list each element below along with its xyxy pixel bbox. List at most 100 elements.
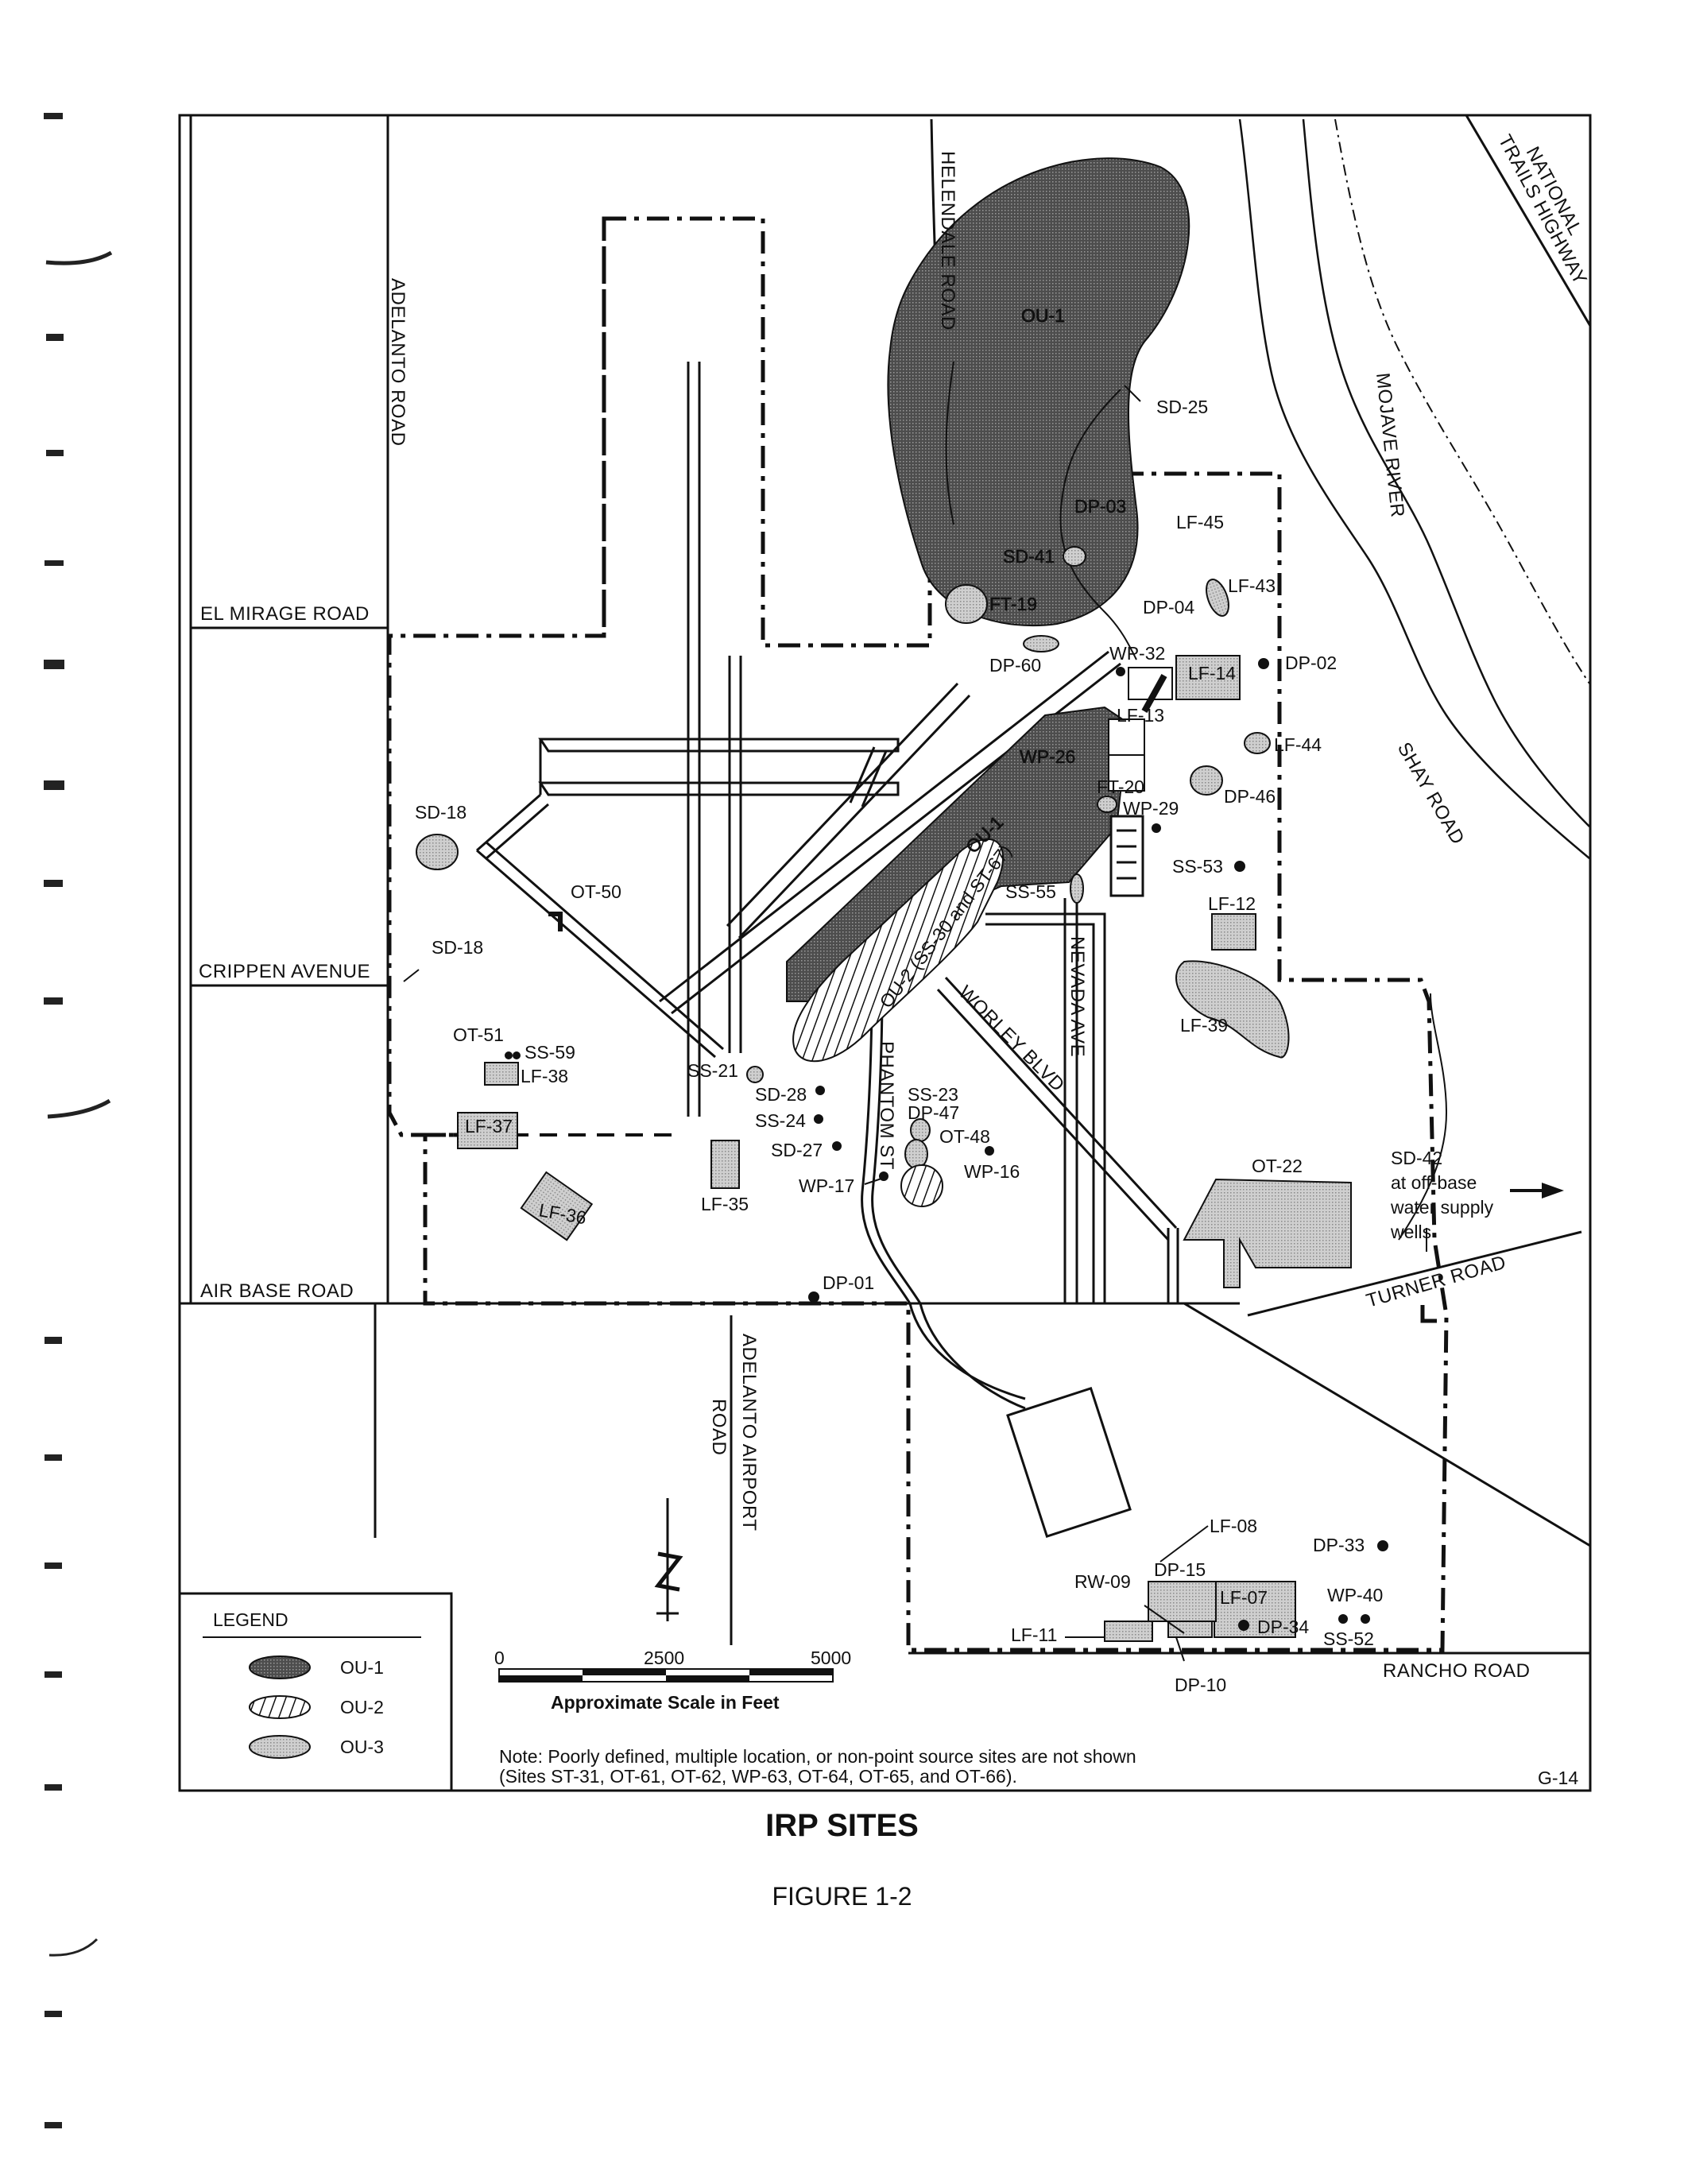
figure-subtitle: FIGURE 1-2 (772, 1882, 912, 1911)
label-lf44: LF-44 (1274, 734, 1322, 755)
road-helendale: HELENDALE ROAD (937, 151, 958, 331)
label-ss21: SS-21 (687, 1060, 738, 1081)
note-line-2: (Sites ST-31, OT-61, OT-62, WP-63, OT-64… (499, 1766, 1017, 1787)
label-ot51: OT-51 (453, 1024, 504, 1045)
ou3-sites (416, 546, 1352, 1642)
road-adelanto-airport-1: ADELANTO AIRPORT (738, 1334, 760, 1532)
label-lf07: LF-07 (1220, 1587, 1268, 1608)
label-dp46: DP-46 (1224, 786, 1276, 807)
streets (861, 898, 1179, 1410)
road-worley-blvd: WORLEY BLVD (954, 982, 1069, 1096)
label-lf08: LF-08 (1210, 1516, 1257, 1536)
label-ss23: SS-23 (908, 1084, 958, 1105)
label-wp26: WP-26 (1020, 746, 1075, 767)
label-lf13: LF-13 (1117, 705, 1164, 726)
ou2-site-wp16 (900, 1164, 943, 1207)
label-ss53: SS-53 (1172, 856, 1223, 877)
label-lf37: LF-37 (465, 1116, 513, 1137)
sd42-arrow (1510, 1183, 1564, 1198)
point-sites (505, 658, 1388, 1631)
label-lf43: LF-43 (1228, 575, 1276, 596)
scale-tick-5000: 5000 (811, 1648, 851, 1668)
road-nevada-ave: NEVADA AVE (1067, 936, 1088, 1057)
north-arrow-icon (654, 1498, 683, 1621)
label-dp10: DP-10 (1175, 1675, 1226, 1695)
label-lf14: LF-14 (1188, 663, 1236, 683)
label-sd42-4: wells (1390, 1222, 1431, 1242)
label-lf39: LF-39 (1180, 1015, 1228, 1036)
road-air-base: AIR BASE ROAD (200, 1280, 354, 1302)
scale-caption: Approximate Scale in Feet (551, 1692, 780, 1713)
ot50-marker (548, 912, 563, 931)
label-sd18a: SD-18 (415, 802, 466, 823)
label-sd25: SD-25 (1156, 397, 1208, 417)
label-dp33: DP-33 (1313, 1535, 1365, 1555)
label-wp17: WP-17 (799, 1175, 854, 1196)
label-sd41: SD-41 (1003, 546, 1055, 567)
label-dp15: DP-15 (1154, 1559, 1206, 1580)
label-ft19: FT-19 (989, 594, 1037, 614)
road-adelanto: ADELANTO ROAD (387, 278, 408, 446)
figure-title: IRP SITES (765, 1808, 919, 1843)
label-lf11: LF-11 (1011, 1624, 1057, 1645)
label-ss52: SS-52 (1323, 1628, 1374, 1649)
road-phantom-st: PHANTOM ST (876, 1041, 897, 1170)
label-wp40: WP-40 (1327, 1585, 1383, 1605)
label-dp01: DP-01 (823, 1272, 874, 1293)
label-wp29: WP-29 (1123, 798, 1179, 819)
label-lf12: LF-12 (1208, 893, 1256, 914)
legend-ou2-label: OU-2 (340, 1697, 384, 1717)
legend-ou2-swatch (249, 1695, 311, 1719)
river-mojave: MOJAVE RIVER (1372, 372, 1408, 519)
label-ot50: OT-50 (571, 881, 621, 902)
label-lf45: LF-45 (1176, 512, 1224, 532)
label-dp34: DP-34 (1257, 1617, 1309, 1637)
legend-ou1-swatch (249, 1655, 311, 1679)
runways (476, 362, 1121, 1117)
label-lf38: LF-38 (521, 1066, 568, 1086)
scale-tick-2500: 2500 (644, 1648, 684, 1668)
scale-bar (498, 1668, 834, 1683)
label-dp47: DP-47 (908, 1102, 959, 1123)
label-sd18b: SD-18 (432, 937, 483, 958)
road-shay: SHAY ROAD (1393, 739, 1469, 849)
road-el-mirage: EL MIRAGE ROAD (200, 603, 370, 625)
base-boundary (387, 216, 1449, 1652)
binder-hole-middle (47, 1098, 111, 1119)
note-line-1: Note: Poorly defined, multiple location,… (499, 1746, 1136, 1767)
label-dp02: DP-02 (1285, 652, 1337, 673)
structures (1006, 674, 1167, 1538)
label-wp32: WP-32 (1109, 643, 1165, 664)
label-dp04: DP-04 (1143, 597, 1194, 618)
legend-ou3-swatch (249, 1735, 311, 1759)
scale-tick-0: 0 (494, 1648, 505, 1668)
label-lf35: LF-35 (701, 1194, 749, 1214)
label-ot48: OT-48 (939, 1126, 990, 1147)
label-ou1-north: OU-1 (1021, 305, 1065, 326)
legend-ou3-label: OU-3 (340, 1737, 384, 1757)
label-wp16: WP-16 (964, 1161, 1020, 1182)
binder-hole-top (45, 250, 113, 265)
binder-marks (44, 113, 64, 2128)
ou1-plume-north (887, 157, 1190, 627)
figure-code: G-14 (1538, 1768, 1578, 1788)
label-dp03: DP-03 (1074, 496, 1126, 517)
drainage-sd25 (1059, 389, 1137, 660)
label-sd28: SD-28 (755, 1084, 807, 1105)
binder-hole-bottom (48, 1938, 99, 1957)
label-ss59: SS-59 (525, 1042, 575, 1063)
legend-title: LEGEND (213, 1609, 288, 1630)
label-dp60: DP-60 (989, 655, 1041, 676)
label-sd42-1: SD-42 (1391, 1148, 1442, 1168)
legend (178, 1592, 453, 1792)
label-ot22: OT-22 (1252, 1156, 1303, 1176)
road-rancho: RANCHO ROAD (1383, 1660, 1531, 1682)
road-crippen: CRIPPEN AVENUE (199, 961, 370, 982)
label-ss55: SS-55 (1005, 881, 1056, 902)
leader-lines (403, 385, 1427, 1662)
roads-layer (180, 114, 1592, 1655)
river-lines (1238, 118, 1590, 1241)
legend-ou1-label: OU-1 (340, 1657, 384, 1678)
label-rw09: RW-09 (1074, 1571, 1131, 1592)
